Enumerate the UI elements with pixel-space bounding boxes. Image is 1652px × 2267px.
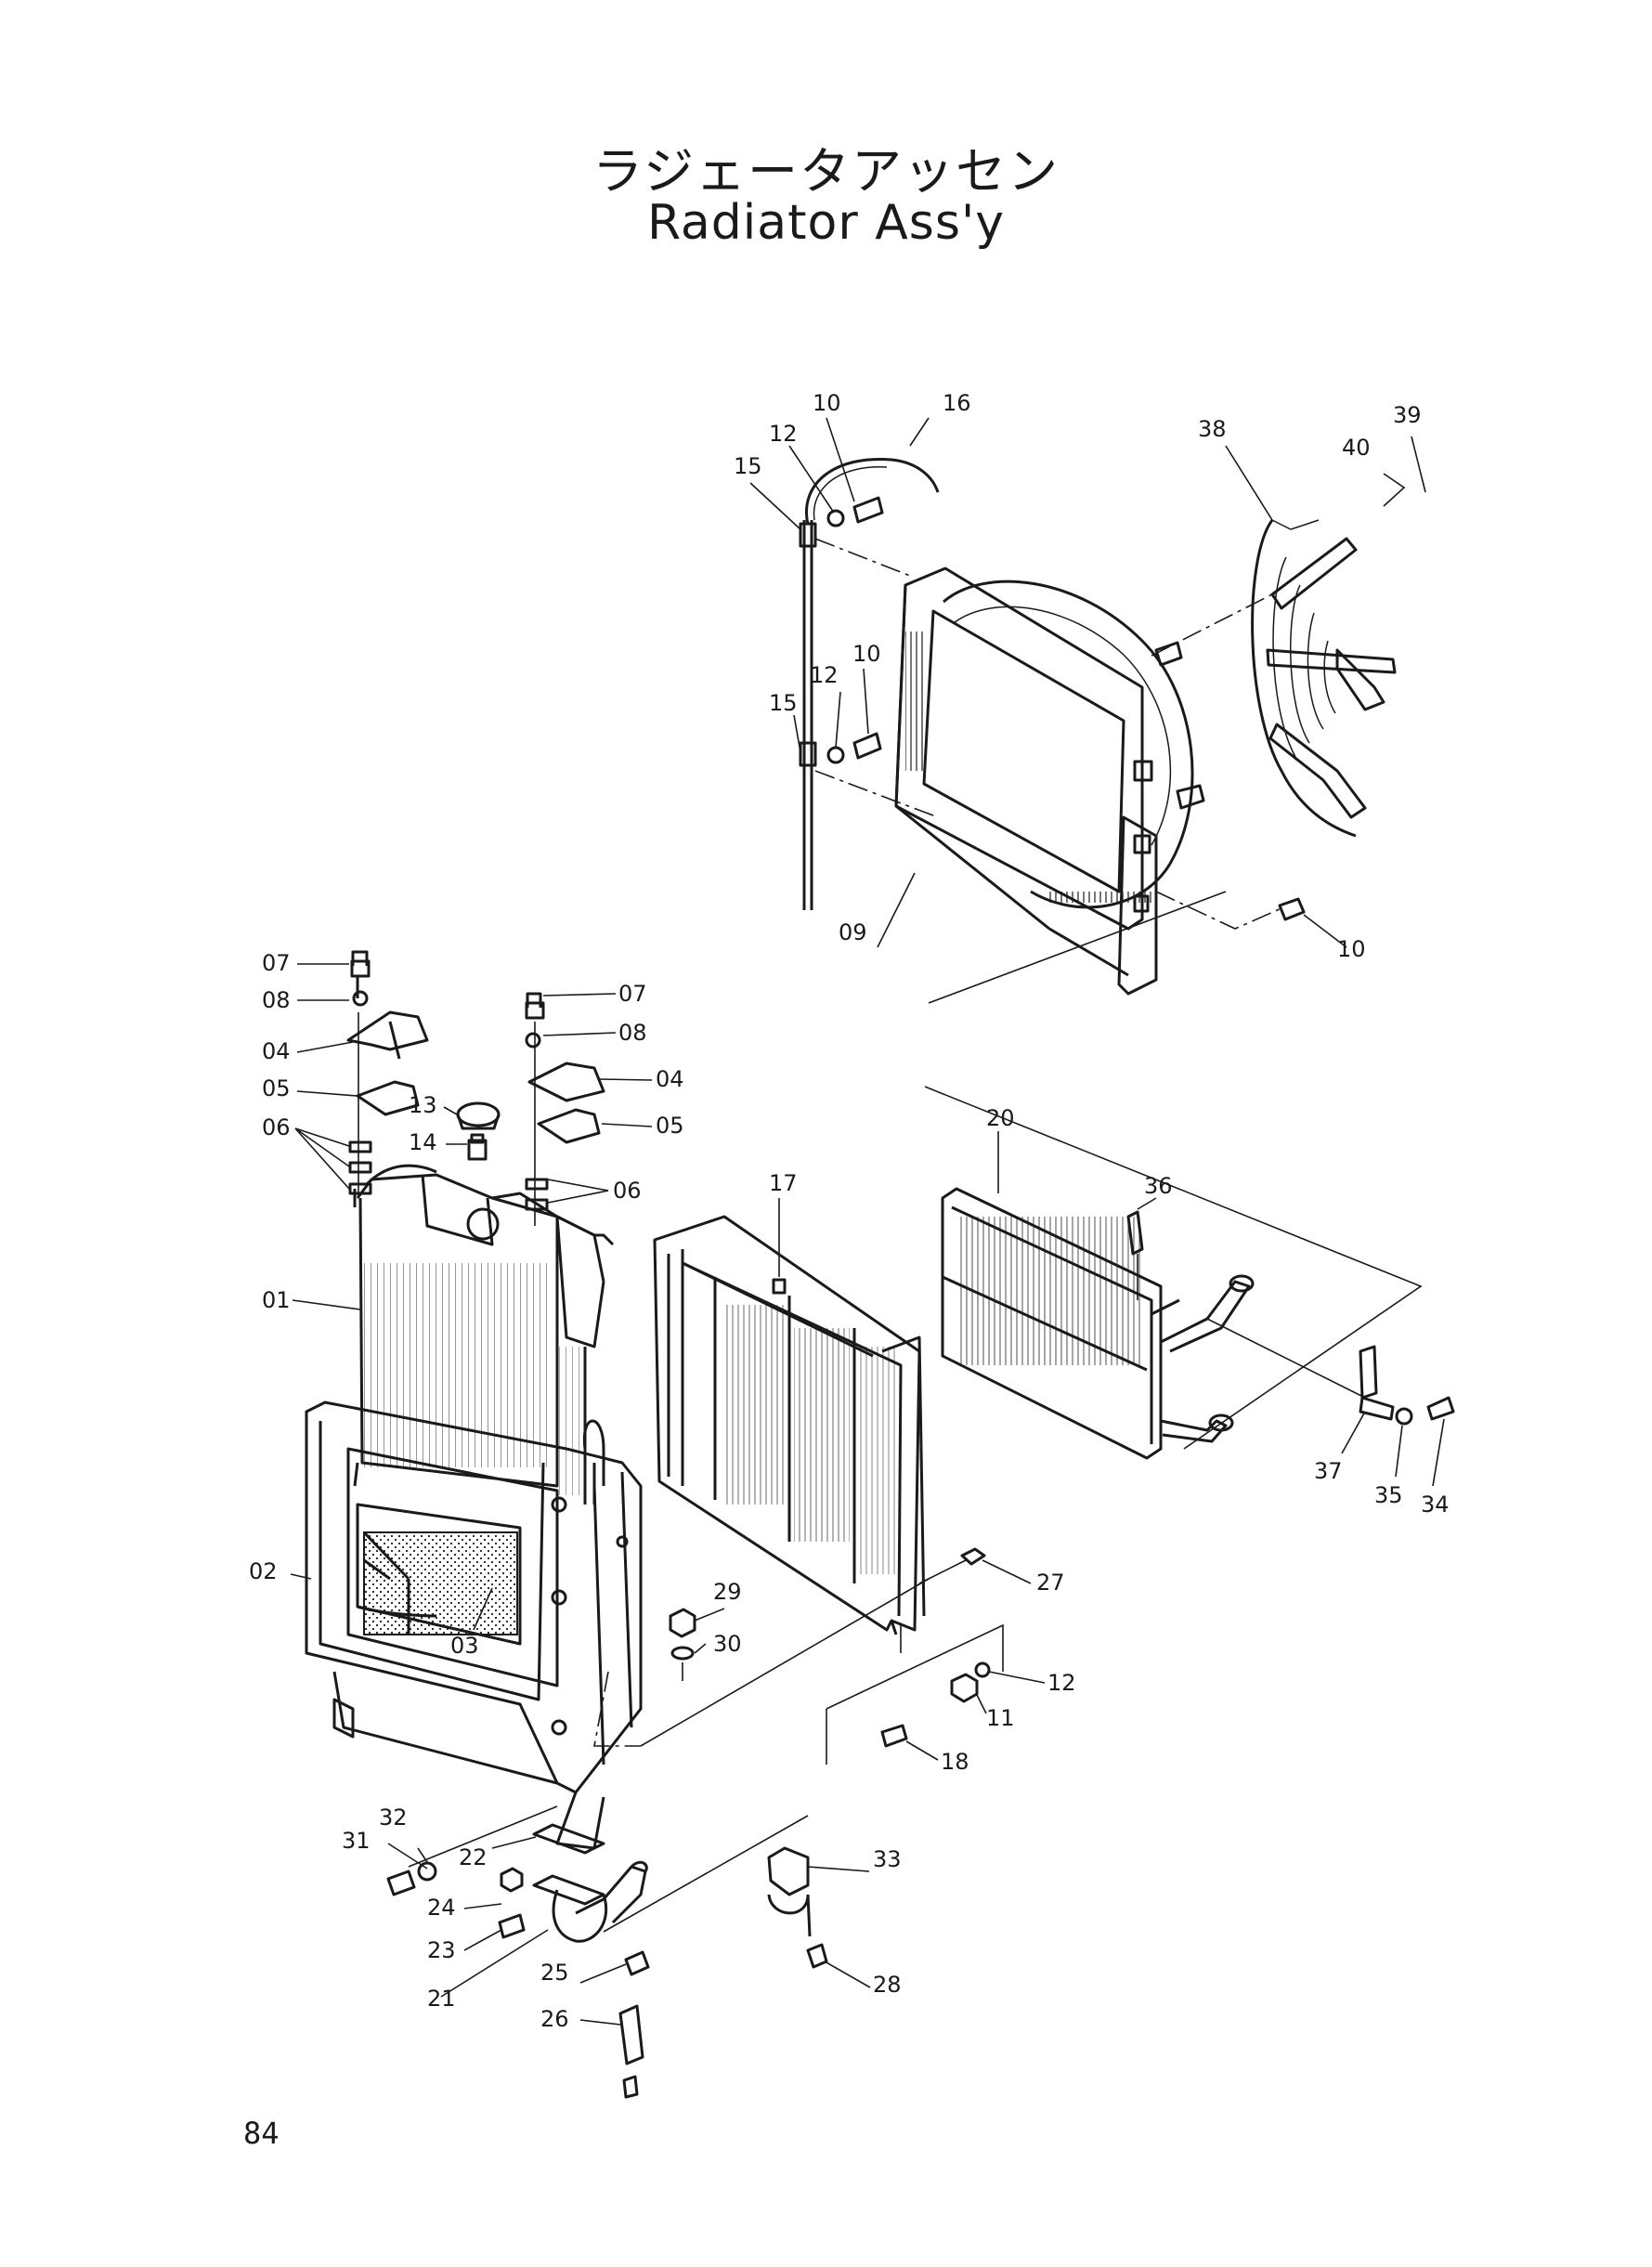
title-english: Radiator Ass'y	[646, 195, 1006, 251]
callout-40: 40	[1342, 435, 1371, 461]
callout-26: 26	[540, 2006, 569, 2032]
callout-03: 03	[450, 1633, 479, 1659]
callout-10-top: 10	[813, 390, 841, 416]
callout-16: 16	[943, 390, 971, 416]
callout-31: 31	[342, 1828, 371, 1854]
callout-11: 11	[986, 1705, 1015, 1731]
lower-hardware	[386, 1805, 828, 2099]
radiator-frame	[305, 1401, 643, 1850]
page-number: 84	[243, 2116, 280, 2151]
callout-12-top: 12	[769, 421, 798, 447]
title-japanese: ラジェータアッセン	[592, 142, 1060, 201]
callout-36: 36	[1144, 1173, 1173, 1199]
callout-12-mid: 12	[810, 662, 839, 688]
callout-08-right: 08	[618, 1020, 647, 1046]
callout-09: 09	[839, 919, 867, 945]
callout-10-lower: 10	[1337, 936, 1366, 962]
callout-05-left: 05	[262, 1075, 291, 1101]
callout-39: 39	[1393, 402, 1422, 428]
callout-12-lower: 12	[1047, 1670, 1076, 1696]
callout-04-left: 04	[262, 1038, 291, 1064]
callout-30: 30	[713, 1631, 742, 1657]
right-bracket-stack	[525, 992, 605, 1226]
callout-17: 17	[769, 1170, 798, 1196]
callout-07-right: 07	[618, 981, 647, 1007]
callout-23: 23	[427, 1937, 456, 1963]
callout-18: 18	[941, 1749, 969, 1775]
intercooler-frame	[653, 1215, 926, 1635]
radiator-cap	[456, 1101, 501, 1161]
callout-34: 34	[1421, 1492, 1450, 1518]
callout-22: 22	[459, 1844, 488, 1870]
callout-27: 27	[1036, 1570, 1065, 1596]
fan-guard	[1151, 519, 1397, 838]
radiator-core	[353, 1164, 615, 1505]
callout-05-right: 05	[656, 1113, 684, 1139]
oil-cooler	[941, 1187, 1255, 1460]
callout-29: 29	[713, 1579, 742, 1605]
callout-35: 35	[1374, 1482, 1403, 1508]
callout-15-top: 15	[734, 453, 762, 479]
callout-06-left: 06	[262, 1114, 291, 1140]
callout-21: 21	[427, 1986, 456, 2012]
callout-labels: 07 08 04 05 06 13 14 01 02 03 07 08 04 0…	[249, 390, 1450, 2032]
callout-07-left: 07	[262, 950, 291, 976]
callout-08-left: 08	[262, 987, 291, 1013]
upper-hardware	[799, 457, 1306, 930]
callout-01: 01	[262, 1287, 291, 1313]
callout-25: 25	[540, 1960, 569, 1986]
left-bracket-stack	[346, 950, 429, 1198]
callout-15-mid: 15	[769, 690, 798, 716]
oil-cooler-bracket	[1206, 1318, 1455, 1426]
fan-shroud	[894, 567, 1205, 996]
callout-38: 38	[1198, 416, 1227, 442]
callout-06-right: 06	[613, 1178, 642, 1204]
misc-hardware	[640, 891, 1423, 1765]
callout-10-mid: 10	[852, 641, 881, 667]
callout-37: 37	[1314, 1458, 1343, 1484]
callout-13: 13	[409, 1092, 437, 1118]
callout-20: 20	[986, 1105, 1015, 1131]
callout-28: 28	[873, 1972, 902, 1998]
callout-32: 32	[379, 1804, 408, 1831]
callout-24: 24	[427, 1895, 456, 1921]
callout-33: 33	[873, 1846, 902, 1872]
callout-02: 02	[249, 1558, 278, 1584]
callout-14: 14	[409, 1129, 437, 1155]
callout-04-right: 04	[656, 1066, 684, 1092]
callout-leaders	[290, 417, 1445, 2026]
